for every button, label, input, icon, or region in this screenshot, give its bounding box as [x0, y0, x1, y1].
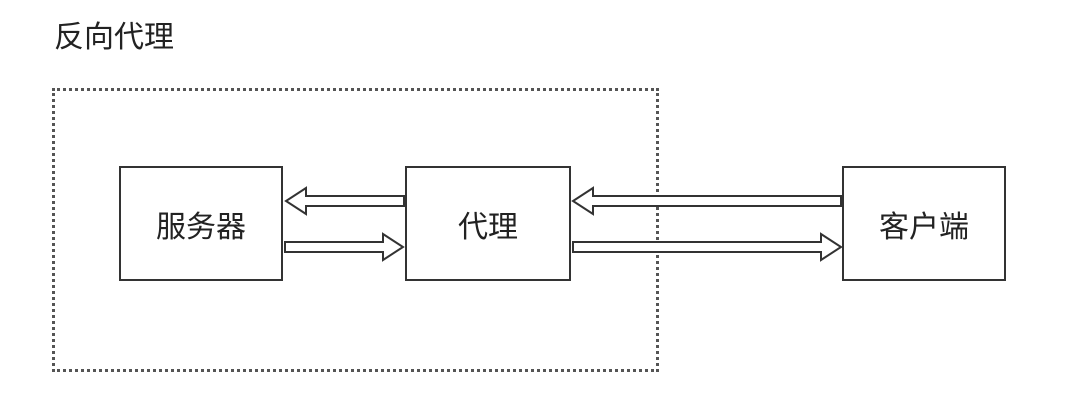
arrow-proxy-to-server — [284, 186, 405, 216]
diagram-title: 反向代理 — [54, 20, 174, 55]
client-node: 客户端 — [842, 166, 1006, 281]
proxy-label: 代理 — [458, 209, 518, 245]
proxy-node: 代理 — [405, 166, 571, 281]
arrow-server-to-proxy — [284, 232, 405, 262]
reverse-proxy-boundary — [52, 88, 659, 372]
server-node: 服务器 — [119, 166, 283, 281]
arrow-client-to-proxy — [571, 186, 842, 216]
server-label: 服务器 — [156, 209, 246, 245]
arrow-proxy-to-client — [572, 232, 843, 262]
client-label: 客户端 — [879, 209, 969, 245]
